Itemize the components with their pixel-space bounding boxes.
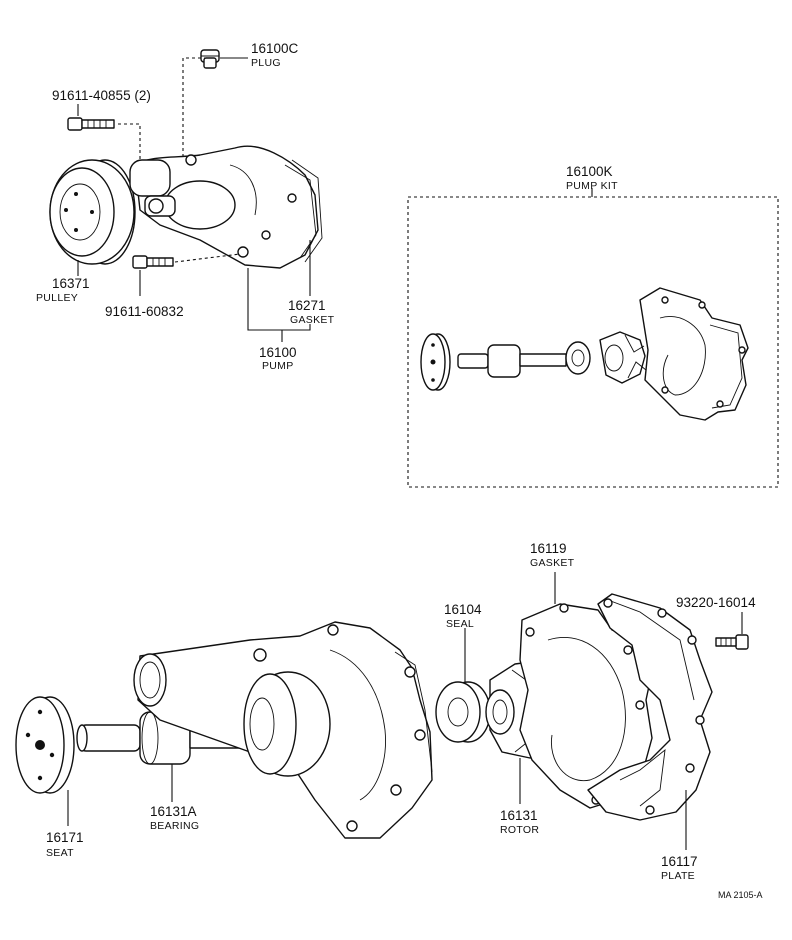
seat-name: SEAT [46,847,74,859]
seal-name: SEAL [446,618,474,630]
pump-kit-parts-drawing [420,287,749,421]
pump-body-lower-drawing [133,621,433,839]
seal-drawing [435,681,491,743]
pump-bracket-leader [247,268,311,331]
pump-kit-name: PUMP KIT [566,180,618,192]
upper-assembly [49,49,323,342]
plug-name: PLUG [251,57,281,69]
plug-drawing [200,49,220,69]
pump-name: PUMP [262,360,294,372]
pump-number: 16100 [259,345,297,360]
pulley-number: 16371 [52,276,90,291]
lower-assembly [15,572,749,850]
bolt-lower-drawing [132,255,174,269]
bolt-top-drawing [67,117,115,131]
screw-number: 93220-16014 [676,595,756,610]
seat-number: 16171 [46,830,84,845]
gasket-upper-name: GASKET [290,314,335,326]
plate-drawing [587,593,713,821]
gasket-upper-number: 16271 [288,298,326,313]
seal-number: 16104 [444,602,482,617]
rotor-number: 16131 [500,808,538,823]
bearing-name: BEARING [150,820,199,832]
bolt-top-dashed-guide [118,123,141,160]
bearing-number: 16131A [150,804,197,819]
pump-body-upper-drawing [129,145,323,269]
plug-dashed-guide [182,57,207,160]
figure-code: MA 2105-A [718,890,763,900]
rotor-name: ROTOR [500,824,539,836]
screw-drawing [715,634,749,650]
bolt-lower-dashed-guide [174,253,241,263]
plug-number: 16100C [251,41,299,56]
bolt-lower-number: 91611-60832 [105,304,184,319]
seat-drawing [15,696,75,794]
pulley-drawing [49,159,136,265]
pulley-name: PULLEY [36,292,78,304]
plate-name: PLATE [661,870,695,882]
pump-kit-group [407,188,779,488]
gasket-lower-name: GASKET [530,557,575,569]
plate-number: 16117 [661,854,698,869]
gasket-lower-number: 16119 [530,541,567,556]
pump-kit-number: 16100K [566,164,613,179]
bolt-top-number: 91611-40855 (2) [52,88,151,103]
